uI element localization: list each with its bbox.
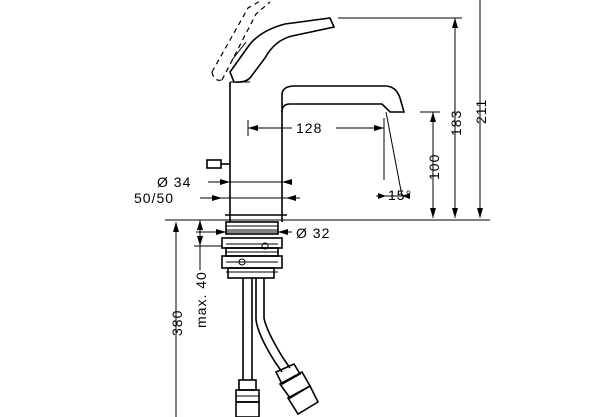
dim-dia34 (208, 179, 292, 185)
lever-handle (229, 17, 336, 83)
dim-183 (338, 17, 462, 218)
dim-max40-label: max. 40 (193, 271, 209, 328)
dim-100 (420, 111, 440, 218)
dim-15-angle (376, 111, 410, 199)
dim-380 (173, 222, 179, 417)
dim-100-label: 100 (426, 154, 442, 180)
dim-dia34-label: Ø 34 (157, 174, 191, 190)
dim-128 (247, 118, 385, 180)
dim-128-label: 128 (296, 120, 322, 136)
dim-211 (477, 0, 483, 218)
dim-380-label: 380 (169, 310, 185, 336)
popup-knob (206, 159, 230, 169)
faucet-body (229, 81, 406, 215)
flex-hoses (235, 278, 320, 417)
dim-15-label: 15° (388, 187, 412, 203)
dim-183-label: 183 (448, 110, 464, 136)
dim-max40 (194, 220, 222, 270)
lever-raised-outline (211, 0, 271, 81)
dim-dia32-label: Ø 32 (296, 225, 330, 241)
dim-dia32 (196, 229, 292, 235)
dim-5050-label: 50/50 (134, 190, 174, 206)
dim-5050 (200, 195, 300, 201)
faucet-base (225, 214, 287, 222)
threaded-shank (221, 221, 283, 279)
dim-211-label: 211 (473, 99, 489, 124)
